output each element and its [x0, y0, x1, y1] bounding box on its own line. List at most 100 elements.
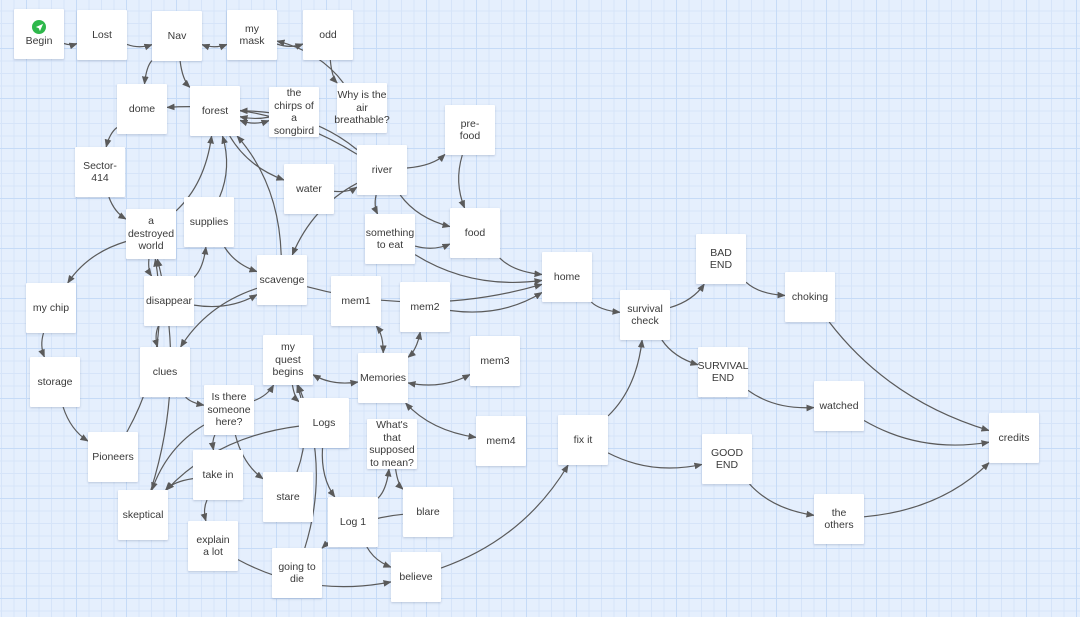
passage-skeptical[interactable]: skeptical [118, 490, 168, 540]
link-bad-to-choking [745, 281, 786, 299]
passage-river[interactable]: river [357, 145, 407, 195]
passage-title: the chirps of a songbird [273, 87, 315, 137]
link-storage-to-pioneers [62, 406, 89, 442]
passage-title: scavenge [259, 273, 305, 286]
passage-mem3[interactable]: mem3 [470, 336, 520, 386]
passage-memories[interactable]: Memories [358, 353, 408, 403]
link-forest-to-chirps [239, 119, 270, 127]
link-clues-to-someone [185, 396, 205, 408]
passage-bad[interactable]: BAD END [696, 234, 746, 284]
passage-title: BAD END [709, 246, 733, 272]
rocket-icon [32, 20, 46, 35]
link-fixit-to-survival [607, 339, 645, 417]
passage-mask[interactable]: my mask [227, 10, 277, 60]
link-river-to-eat [371, 194, 379, 215]
passage-title: Why is the air breathable? [334, 89, 390, 127]
passage-title: mem1 [341, 294, 371, 307]
link-logs-to-log1 [321, 447, 336, 498]
passage-quest[interactable]: my quest begins [263, 335, 313, 385]
link-quest-to-memories [312, 374, 359, 387]
passage-home[interactable]: home [542, 252, 592, 302]
passage-chirps[interactable]: the chirps of a songbird [269, 87, 319, 137]
passage-title: a destroyed world [127, 215, 175, 253]
passage-prefood[interactable]: pre- food [445, 105, 495, 155]
passage-fixit[interactable]: fix it [558, 415, 608, 465]
passage-title: skeptical [122, 508, 164, 521]
passage-begin[interactable]: Begin [14, 9, 64, 59]
passage-someone[interactable]: Is there someone here? [204, 385, 254, 435]
passage-title: my chip [32, 301, 70, 314]
passage-lost[interactable]: Lost [77, 10, 127, 60]
passage-blare[interactable]: blare [403, 487, 453, 537]
passage-choking[interactable]: choking [785, 272, 835, 322]
passage-believe[interactable]: believe [391, 552, 441, 602]
passage-storage[interactable]: storage [30, 357, 80, 407]
passage-title: mem4 [486, 434, 516, 447]
passage-mem4[interactable]: mem4 [476, 416, 526, 466]
passage-title: mem3 [480, 354, 510, 367]
passage-eat[interactable]: something to eat [365, 214, 415, 264]
link-nav-to-mask [201, 43, 228, 51]
passage-whats[interactable]: What's that supposed to mean? [367, 419, 417, 469]
link-log1-to-whats [377, 468, 392, 499]
passage-mem1[interactable]: mem1 [331, 276, 381, 326]
link-watched-to-credits [863, 419, 990, 447]
passage-stare[interactable]: stare [263, 472, 313, 522]
passage-logs[interactable]: Logs [299, 398, 349, 448]
passage-title: water [296, 182, 322, 195]
link-disappear-to-clues [152, 325, 159, 348]
passage-takein[interactable]: take in [193, 450, 243, 500]
passage-chip[interactable]: my chip [26, 283, 76, 333]
passage-title: What's that supposed to mean? [369, 419, 415, 469]
passage-pioneers[interactable]: Pioneers [88, 432, 138, 482]
passage-title: Begin [25, 35, 53, 48]
passage-clues[interactable]: clues [140, 347, 190, 397]
passage-survival[interactable]: survival check [620, 290, 670, 340]
passage-title: survival check [627, 302, 663, 328]
passage-title: forest [201, 104, 229, 117]
passage-title: fix it [573, 433, 593, 446]
passage-nav[interactable]: Nav [152, 11, 202, 61]
passage-supplies[interactable]: supplies [184, 197, 234, 247]
passage-survend[interactable]: SURVIVAL END [698, 347, 748, 397]
passage-watched[interactable]: watched [814, 381, 864, 431]
passage-mem2[interactable]: mem2 [400, 282, 450, 332]
passage-title: dome [128, 102, 156, 115]
passage-water[interactable]: water [284, 164, 334, 214]
passage-scavenge[interactable]: scavenge [257, 255, 307, 305]
passage-title: GOOD END [710, 446, 744, 472]
passage-dome[interactable]: dome [117, 84, 167, 134]
passage-disappear[interactable]: disappear [144, 276, 194, 326]
passage-credits[interactable]: credits [989, 413, 1039, 463]
passage-air[interactable]: Why is the air breathable? [334, 83, 390, 133]
passage-title: odd [319, 28, 337, 41]
passage-sector[interactable]: Sector- 414 [75, 147, 125, 197]
passage-title: Logs [312, 416, 336, 429]
link-believe-to-fixit [440, 464, 569, 569]
passage-food[interactable]: food [450, 208, 500, 258]
link-mask-to-odd [276, 43, 304, 50]
passage-good[interactable]: GOOD END [702, 434, 752, 484]
link-quest-to-logs [291, 384, 300, 403]
link-sector-to-destroyed [108, 196, 127, 220]
link-chip-to-storage [38, 332, 45, 358]
passage-title: river [371, 163, 393, 176]
passage-odd[interactable]: odd [303, 10, 353, 60]
link-food-to-home [499, 257, 543, 278]
passage-title: storage [37, 375, 73, 388]
link-begin-to-lost [63, 42, 78, 50]
passage-die[interactable]: going to die [272, 548, 322, 598]
passage-title: blare [416, 505, 440, 518]
passage-others[interactable]: the others [814, 494, 864, 544]
link-supplies-to-scavenge [223, 246, 258, 273]
link-destroyed-to-disappear [144, 258, 153, 277]
passage-title: something to eat [365, 226, 415, 252]
link-takein-to-explain [200, 499, 208, 522]
link-fixit-to-good [607, 452, 703, 470]
passage-forest[interactable]: forest [190, 86, 240, 136]
passage-title: believe [399, 570, 433, 583]
passage-explain[interactable]: explain a lot [188, 521, 238, 571]
passage-destroyed[interactable]: a destroyed world [126, 209, 176, 259]
passage-log1[interactable]: Log 1 [328, 497, 378, 547]
